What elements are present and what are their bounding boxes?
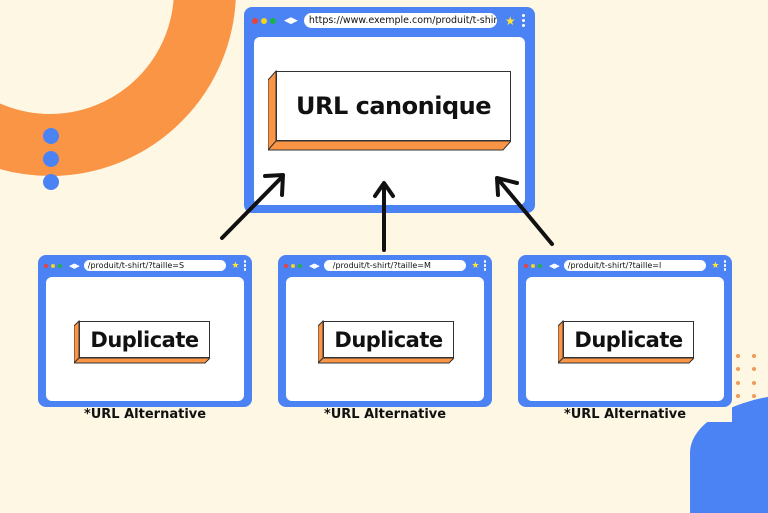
bookmark-star-icon[interactable]: ★ [231, 260, 240, 271]
browser-toolbar: ◀▶ https://www.exemple.com/produit/t-shi… [244, 7, 535, 34]
bookmark-star-icon[interactable]: ★ [471, 260, 480, 271]
kebab-menu-icon[interactable] [521, 14, 525, 27]
box-3d-edge [558, 320, 694, 364]
arrow-left-to-canonical-icon [220, 173, 285, 240]
browser-toolbar: ◀▶ /produit/t-shirt/?taille=S ★ [38, 255, 252, 276]
traffic-lights-icon [524, 263, 542, 268]
back-forward-icon[interactable]: ◀▶ [309, 261, 320, 270]
kebab-menu-icon[interactable] [483, 260, 486, 271]
duplicate-label-box: Duplicate [318, 320, 454, 364]
alternative-url-caption: *URL Alternative [518, 407, 732, 422]
address-bar[interactable]: https://www.exemple.com/produit/t-shirt/ [303, 13, 497, 28]
blue-dot-decoration [43, 174, 59, 190]
box-3d-edge [268, 70, 511, 151]
browser-toolbar: ◀▶ /produit/t-shirt/?taille=l ★ [518, 255, 732, 276]
orange-dot-decoration [752, 367, 756, 371]
blue-dot-decoration [43, 128, 59, 144]
canonical-label: URL canonique [276, 71, 511, 141]
back-forward-icon[interactable]: ◀▶ [549, 261, 560, 270]
orange-dot-decoration [752, 394, 756, 398]
orange-dot-decoration [736, 367, 740, 371]
arrow-right-to-canonical-icon [495, 176, 554, 246]
box-3d-edge [318, 320, 454, 364]
address-bar[interactable]: /produit/t-shirt/?taille=M [323, 260, 467, 271]
alternative-url-caption: *URL Alternative [83, 407, 207, 422]
traffic-lights-icon [284, 263, 302, 268]
duplicate-label: Duplicate [79, 321, 210, 358]
orange-dot-decoration [736, 354, 740, 358]
back-forward-icon[interactable]: ◀▶ [284, 15, 298, 26]
browser-toolbar: ◀▶ /produit/t-shirt/?taille=M ★ [278, 255, 492, 276]
bookmark-star-icon[interactable]: ★ [711, 260, 720, 271]
arrows-layer [220, 173, 554, 252]
address-bar[interactable]: /produit/t-shirt/?taille=l [563, 260, 707, 271]
duplicate-label-box: Duplicate [74, 320, 210, 364]
orange-dot-decoration [736, 381, 740, 385]
orange-dot-decoration [752, 354, 756, 358]
bookmark-star-icon[interactable]: ★ [504, 13, 516, 28]
kebab-menu-icon[interactable] [243, 260, 246, 271]
traffic-lights-icon [44, 263, 62, 268]
blue-dot-decoration [43, 151, 59, 167]
arrow-center-to-canonical-icon [373, 181, 395, 252]
orange-dot-decoration [752, 381, 756, 385]
kebab-menu-icon[interactable] [723, 260, 726, 271]
box-3d-edge [74, 320, 210, 364]
duplicate-label: Duplicate [563, 321, 694, 358]
canonical-label-box: URL canonique [268, 70, 511, 151]
back-forward-icon[interactable]: ◀▶ [69, 261, 80, 270]
traffic-lights-icon [252, 17, 276, 24]
address-bar[interactable]: /produit/t-shirt/?taille=S [83, 260, 227, 271]
alternative-url-caption: *URL Alternative [323, 407, 447, 422]
duplicate-label-box: Duplicate [558, 320, 694, 364]
duplicate-label: Duplicate [323, 321, 454, 358]
orange-dot-decoration [736, 394, 740, 398]
